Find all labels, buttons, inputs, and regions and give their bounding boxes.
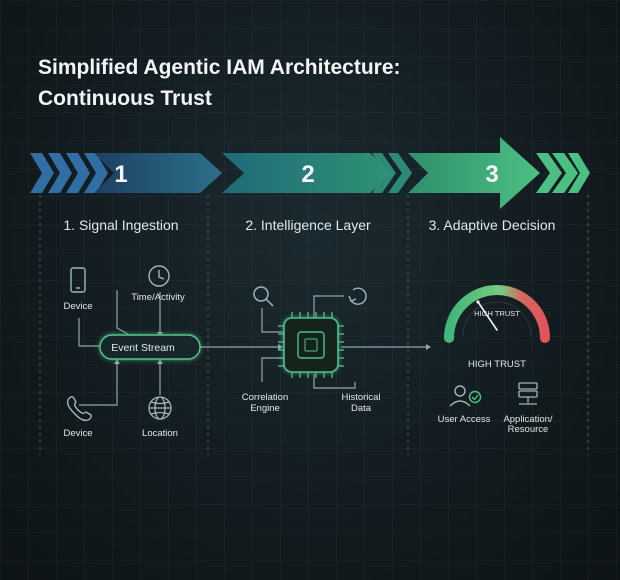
stage-banner: 1 2 3 <box>30 137 590 209</box>
location-label: Location <box>142 428 178 439</box>
stage-2-number: 2 <box>301 161 314 188</box>
gauge-needle <box>477 301 498 331</box>
stage-2-arrow <box>222 153 392 193</box>
page-title: Simplified Agentic IAM Architecture: Con… <box>38 52 578 114</box>
historical-label-2: Data <box>351 403 372 414</box>
title-line-1: Simplified Agentic IAM Architecture: <box>38 56 401 79</box>
device-bottom-label: Device <box>63 428 92 439</box>
application-label-1: Application/ <box>503 414 552 425</box>
stage-1-heading: 1. Signal Ingestion <box>63 217 178 233</box>
historical-label-1: Historical <box>341 392 380 403</box>
user-check-icon <box>449 385 482 407</box>
event-stream-node: Event Stream <box>99 334 201 360</box>
chevron-strip-3 <box>536 153 590 193</box>
intelligence-connectors <box>261 295 426 389</box>
stage-3-heading: 3. Adaptive Decision <box>429 217 556 233</box>
globe-icon <box>148 396 172 420</box>
magnifier-icon <box>253 286 274 307</box>
stage-3-number: 3 <box>485 161 498 188</box>
ingestion-connectors <box>78 290 161 406</box>
clock-icon <box>148 265 170 287</box>
stream-arrowhead <box>278 344 283 350</box>
stage-1-arrow <box>94 153 222 193</box>
refresh-icon <box>348 287 367 305</box>
trust-gauge: HIGH TRUST <box>444 285 550 343</box>
chip-icon <box>278 312 344 378</box>
server-icon <box>518 382 538 405</box>
device-top-label: Device <box>63 301 92 312</box>
chip-to-decision-arrowhead <box>426 344 431 350</box>
event-stream-label: Event Stream <box>111 342 175 354</box>
column-dividers <box>39 195 589 455</box>
chevron-strip-1 <box>30 153 108 193</box>
correlation-label-2: Engine <box>250 403 280 414</box>
application-label-2: Resource <box>508 424 549 435</box>
trust-status-label: HIGH TRUST <box>468 359 526 370</box>
stage-3-arrow <box>408 137 540 209</box>
phone-icon <box>70 267 86 293</box>
stage-2-heading: 2. Intelligence Layer <box>245 217 371 233</box>
time-activity-label: Time/Activity <box>131 292 185 303</box>
user-access-label: User Access <box>438 414 491 425</box>
telephone-icon <box>66 396 92 422</box>
correlation-label-1: Correlation <box>242 392 288 403</box>
gauge-label: HIGH TRUST <box>474 309 520 318</box>
stage-1-number: 1 <box>114 161 127 188</box>
title-line-2: Continuous Trust <box>38 87 212 110</box>
